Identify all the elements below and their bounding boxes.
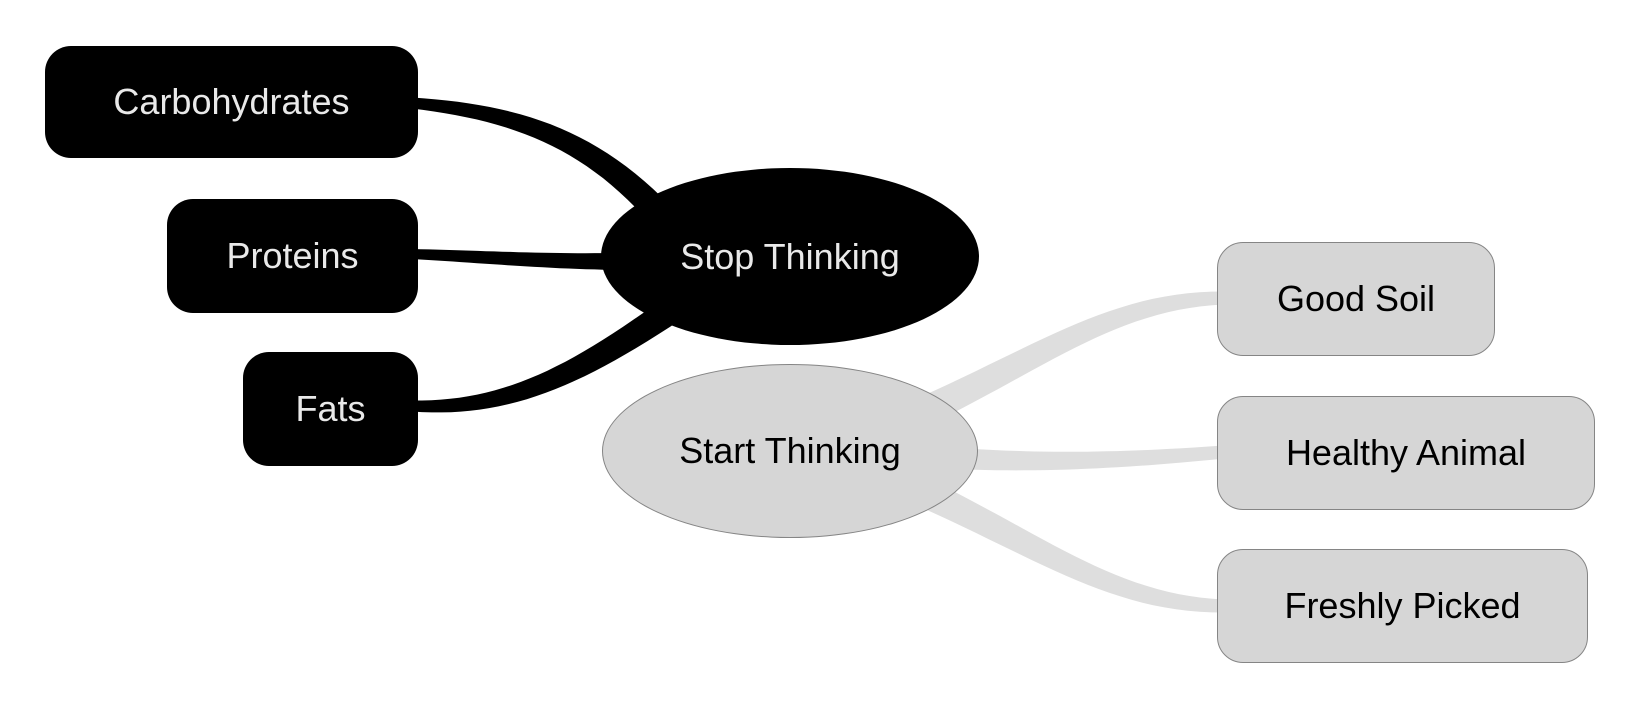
node-good-soil-label: Good Soil	[1276, 278, 1436, 319]
node-start-thinking-label: Start Thinking	[679, 430, 901, 471]
node-carbohydrates-label: Carbohydrates	[113, 81, 350, 122]
edge-start_thinking-good_soil	[898, 291, 1225, 434]
node-good-soil[interactable]: Good Soil	[1217, 242, 1495, 356]
node-healthy-animal-label: Healthy Animal	[1285, 432, 1527, 473]
node-fats-label: Fats	[295, 388, 366, 429]
node-stop-thinking[interactable]: Stop Thinking	[601, 168, 979, 345]
edge-proteins-stop_thinking	[411, 249, 651, 270]
node-freshly-picked[interactable]: Freshly Picked	[1217, 549, 1588, 663]
node-freshly-picked-label: Freshly Picked	[1284, 585, 1521, 626]
node-stop-thinking-label: Stop Thinking	[680, 235, 900, 277]
edge-start_thinking-freshly_picked	[898, 470, 1225, 613]
node-carbohydrates[interactable]: Carbohydrates	[45, 46, 418, 158]
node-fats[interactable]: Fats	[243, 352, 418, 466]
edge-start_thinking-healthy_animal	[934, 445, 1225, 471]
node-start-thinking[interactable]: Start Thinking	[602, 364, 978, 538]
node-proteins[interactable]: Proteins	[167, 199, 418, 313]
node-proteins-label: Proteins	[226, 235, 359, 276]
node-healthy-animal[interactable]: Healthy Animal	[1217, 396, 1595, 510]
